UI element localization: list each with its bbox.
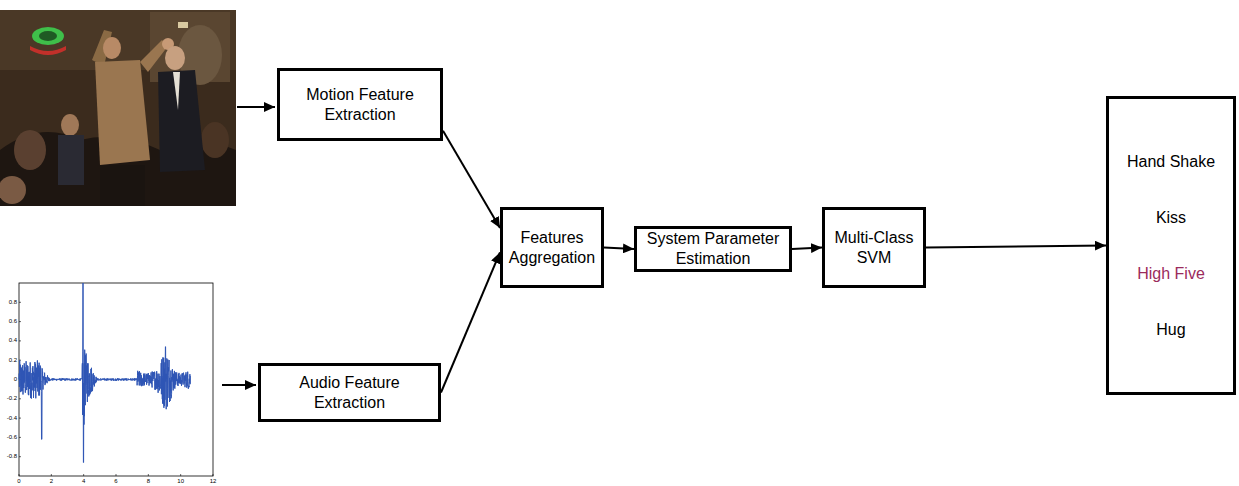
axis-tick-label: 4 bbox=[82, 478, 85, 485]
axis-tick bbox=[83, 474, 84, 476]
axis-tick-label: -0.8 bbox=[7, 453, 17, 460]
class-label: Hug bbox=[1156, 320, 1185, 340]
process-box: Features Aggregation bbox=[500, 207, 604, 288]
axis-tick bbox=[51, 474, 52, 476]
axis-tick bbox=[116, 474, 117, 476]
axis-tick bbox=[19, 474, 20, 476]
axis-tick bbox=[19, 456, 21, 457]
flow-arrow bbox=[792, 248, 822, 250]
output-class-box: Hand ShakeKissHigh FiveHug bbox=[1106, 96, 1236, 395]
axis-tick-label: 10 bbox=[177, 478, 184, 485]
process-box: Audio Feature Extraction bbox=[258, 363, 441, 422]
axis-tick bbox=[19, 321, 21, 322]
axis-tick-label: 6 bbox=[114, 478, 117, 485]
class-label: Hand Shake bbox=[1127, 152, 1215, 172]
axis-tick-label: -0.6 bbox=[7, 434, 17, 441]
axis-tick-label: -0.4 bbox=[7, 415, 17, 422]
process-box: System Parameter Estimation bbox=[634, 226, 792, 272]
box-label: System Parameter Estimation bbox=[643, 229, 783, 269]
axis-tick-label: 2 bbox=[50, 478, 53, 485]
axis-tick-label: 0.8 bbox=[9, 299, 17, 306]
axis-tick-label: 8 bbox=[147, 478, 150, 485]
process-box: Motion Feature Extraction bbox=[277, 68, 443, 141]
flow-arrow bbox=[441, 252, 500, 392]
axis-tick bbox=[180, 474, 181, 476]
box-label: Motion Feature Extraction bbox=[286, 85, 434, 125]
axis-tick-label: 0 bbox=[14, 376, 17, 383]
axis-tick bbox=[19, 340, 21, 341]
flow-arrow bbox=[604, 248, 634, 250]
box-label: Features Aggregation bbox=[509, 228, 595, 268]
axis-tick bbox=[19, 398, 21, 399]
axis-tick-label: 12 bbox=[210, 478, 217, 485]
flow-arrow bbox=[443, 131, 500, 228]
axis-tick bbox=[19, 437, 21, 438]
box-label: Multi-Class SVM bbox=[831, 228, 917, 268]
waveform-plot bbox=[19, 283, 213, 476]
axis-tick bbox=[213, 474, 214, 476]
axis-tick-label: 0.4 bbox=[9, 337, 17, 344]
class-label: High Five bbox=[1137, 264, 1205, 284]
axis-tick bbox=[148, 474, 149, 476]
class-label: Kiss bbox=[1156, 208, 1186, 228]
process-box: Multi-Class SVM bbox=[822, 207, 926, 288]
axis-tick bbox=[19, 418, 21, 419]
video-frame bbox=[0, 10, 236, 206]
axis-tick-label: 0.6 bbox=[9, 318, 17, 325]
axis-tick-label: 0.2 bbox=[9, 357, 17, 364]
input-arrow bbox=[222, 384, 256, 386]
axis-tick-label: 0 bbox=[17, 478, 20, 485]
axis-tick bbox=[19, 302, 21, 303]
input-arrow bbox=[237, 106, 275, 108]
axis-tick-label: -0.2 bbox=[7, 395, 17, 402]
box-label: Audio Feature Extraction bbox=[267, 373, 432, 413]
flow-arrow bbox=[926, 246, 1106, 248]
